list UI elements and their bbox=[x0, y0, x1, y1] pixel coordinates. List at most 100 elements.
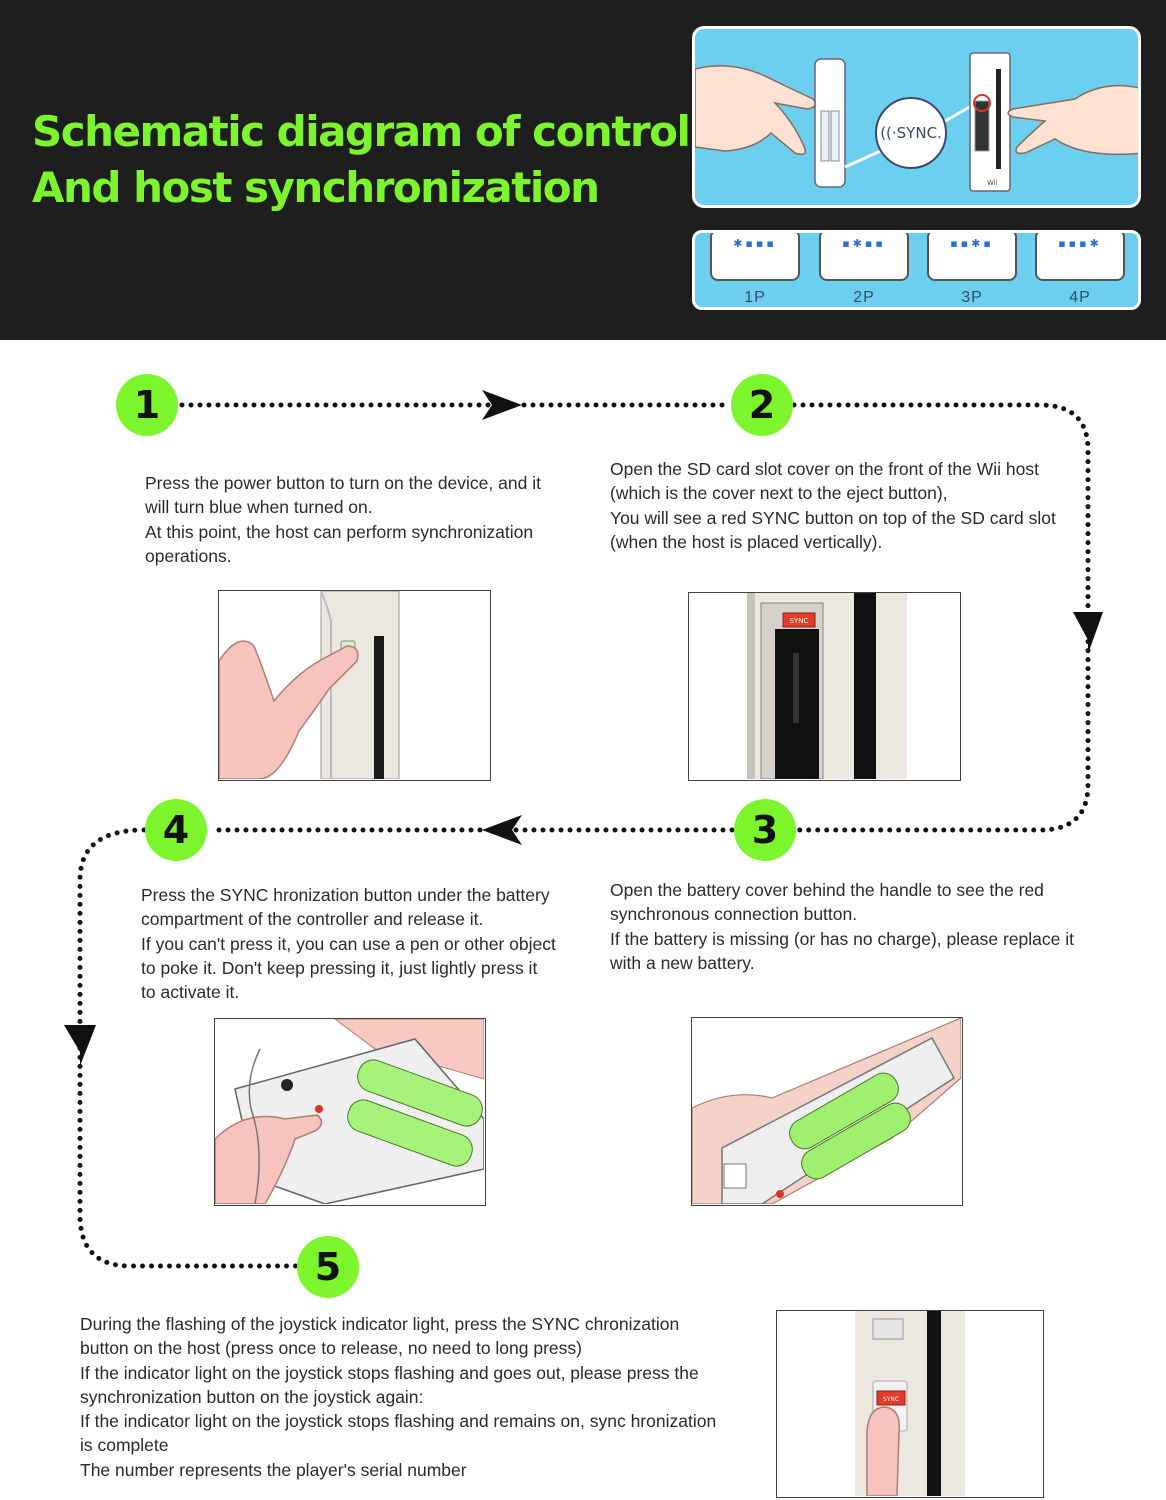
player-label-2: 2P bbox=[853, 289, 875, 306]
host-edge bbox=[320, 591, 332, 779]
step-3-line: Open the battery cover behind the handle… bbox=[610, 880, 1044, 900]
step-4-line: Press the SYNC hronization button under … bbox=[141, 885, 550, 905]
host-logo-label: Wii bbox=[987, 179, 998, 187]
hand-icon bbox=[219, 640, 359, 779]
step-2-line: You will see a red SYNC button on top of… bbox=[610, 507, 1056, 528]
wrist-strap bbox=[248, 1048, 261, 1204]
host-disc-slot bbox=[374, 636, 384, 779]
step-3-text: Open the battery cover behind the handle… bbox=[610, 878, 1074, 975]
step-3-line: If the battery is missing (or has no cha… bbox=[610, 928, 1074, 949]
finger-icon bbox=[866, 1406, 900, 1496]
step-5-photo: SYNC bbox=[776, 1310, 1044, 1498]
battery-icon bbox=[347, 1099, 473, 1167]
step-1-photo bbox=[218, 590, 491, 781]
controller-sync-illustration bbox=[215, 1019, 484, 1204]
battery-icon bbox=[801, 1102, 911, 1180]
host-disc-slot bbox=[854, 593, 876, 779]
step-2-line: (when the host is placed vertically). bbox=[610, 531, 883, 552]
arrow-right-icon bbox=[482, 390, 522, 420]
step-5-line: The number represents the player's seria… bbox=[80, 1459, 467, 1480]
sync-button-label: SYNC bbox=[883, 1396, 899, 1403]
player-slot-4: ▪▪▪✱ bbox=[1035, 233, 1125, 281]
player-slot-2: ▪✱▪▪ bbox=[819, 233, 909, 281]
player-slot-1: ✱▪▪▪ bbox=[710, 233, 800, 281]
battery-icon bbox=[357, 1059, 483, 1127]
step-4-line: to poke it. Don't keep pressing it, just… bbox=[141, 957, 538, 978]
host-sd-slot bbox=[974, 100, 990, 152]
host-panel bbox=[872, 1318, 904, 1340]
player-label-1: 1P bbox=[744, 289, 766, 306]
step-4-line: compartment of the controller and releas… bbox=[141, 909, 484, 930]
step-5-line: synchronization button on the joystick a… bbox=[80, 1386, 424, 1407]
sync-arrow-left bbox=[844, 147, 886, 169]
sync-illustration: Wii ((·SYNC. bbox=[692, 26, 1141, 208]
host-disc-slot bbox=[927, 1311, 941, 1496]
sync-scene-art: Wii bbox=[695, 52, 1138, 192]
sd-slot-illustration: SYNC bbox=[747, 593, 907, 779]
sync-button-label: SYNC bbox=[790, 617, 809, 625]
step-2-badge: 2 bbox=[731, 374, 793, 436]
step-2-photo: SYNC bbox=[688, 592, 961, 781]
sync-button-icon bbox=[315, 1105, 323, 1113]
step-2-line: Open the SD card slot cover on the front… bbox=[610, 459, 1039, 479]
sync-button-icon bbox=[876, 1390, 906, 1406]
step-1-line: At this point, the host can perform sync… bbox=[145, 521, 534, 542]
battery-icon bbox=[789, 1072, 899, 1150]
step-3-photo bbox=[691, 1017, 963, 1206]
step-4-badge: 4 bbox=[145, 799, 207, 861]
step-5-line: If the indicator light on the joystick s… bbox=[80, 1362, 699, 1383]
left-hand-icon bbox=[695, 65, 817, 156]
header-banner: Schematic diagram of controller And host… bbox=[0, 0, 1166, 340]
step-5-line: is complete bbox=[80, 1435, 169, 1456]
sync-bubble: ((·SYNC. bbox=[875, 97, 947, 169]
controller-battery-b bbox=[830, 110, 840, 162]
hand-icon bbox=[215, 1114, 323, 1204]
step-1-line: operations. bbox=[145, 545, 232, 566]
step-5-badge: 5 bbox=[297, 1236, 359, 1298]
step-5-line: If the indicator light on the joystick s… bbox=[80, 1411, 717, 1432]
step-2-text: Open the SD card slot cover on the front… bbox=[610, 457, 1056, 554]
step-5-line: During the flashing of the joystick indi… bbox=[80, 1314, 680, 1334]
controller-port bbox=[723, 1163, 747, 1189]
sd-slot bbox=[775, 629, 819, 779]
player-indicator-panel: ✱▪▪▪ ▪✱▪▪ ▪▪✱▪ ▪▪▪✱ 1P 2P 3P 4P bbox=[692, 230, 1141, 310]
step-2-line: (which is the cover next to the eject bu… bbox=[610, 483, 948, 504]
step-3-line: synchronous connection button. bbox=[610, 904, 858, 925]
sync-button-icon bbox=[782, 612, 816, 628]
player-slot-3: ▪▪✱▪ bbox=[927, 233, 1017, 281]
right-hand-icon bbox=[1007, 84, 1138, 156]
step-5-text: During the flashing of the joystick indi… bbox=[80, 1312, 716, 1482]
battery-cover-illustration bbox=[692, 1018, 961, 1204]
step-4-line: If you can't press it, you can use a pen… bbox=[141, 933, 556, 954]
step-3-line: with a new battery. bbox=[610, 952, 755, 973]
led-row-icon: ✱▪▪▪ bbox=[733, 237, 777, 250]
player-label-3: 3P bbox=[961, 289, 983, 306]
host-sync-highlight bbox=[973, 94, 991, 112]
controller-battery-a bbox=[820, 110, 830, 162]
step-4-text: Press the SYNC hronization button under … bbox=[141, 883, 556, 1004]
flow-line-2-3 bbox=[791, 402, 1091, 833]
page-title: Schematic diagram of controller And host… bbox=[32, 104, 750, 216]
controller-hole bbox=[281, 1079, 293, 1091]
step-1-line: will turn blue when turned on. bbox=[145, 497, 373, 518]
step-4-line: to activate it. bbox=[141, 982, 240, 1003]
host-edge bbox=[747, 593, 755, 779]
step-1-line: Press the power button to turn on the de… bbox=[145, 473, 541, 493]
led-row-icon: ▪✱▪▪ bbox=[842, 237, 886, 250]
step-5-line: button on the host (press once to releas… bbox=[80, 1338, 582, 1359]
title-line-1: Schematic diagram of controller bbox=[32, 107, 750, 156]
arrow-down-icon bbox=[64, 1025, 96, 1066]
step-4-photo bbox=[214, 1018, 486, 1206]
slot-shine bbox=[793, 653, 799, 723]
title-line-2: And host synchronization bbox=[32, 163, 600, 212]
player-label-4: 4P bbox=[1069, 289, 1091, 306]
sync-button-icon bbox=[776, 1190, 784, 1198]
host-disc-slot bbox=[996, 69, 1001, 169]
arrow-left-icon bbox=[482, 815, 522, 845]
power-button-illustration bbox=[219, 591, 400, 779]
step-1-text: Press the power button to turn on the de… bbox=[145, 471, 541, 568]
step-3-badge: 3 bbox=[734, 799, 796, 861]
arrow-down-icon bbox=[1073, 612, 1103, 654]
step-1-badge: 1 bbox=[116, 374, 178, 436]
